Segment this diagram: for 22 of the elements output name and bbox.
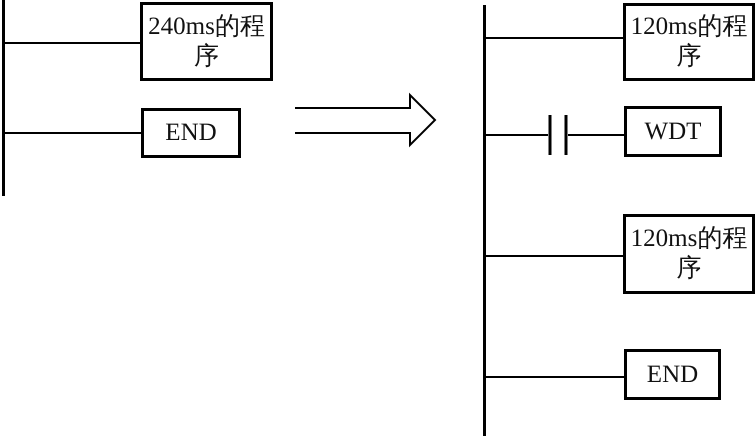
rung-line: [5, 132, 141, 134]
rung-line: [486, 376, 624, 378]
instruction-box: [623, 214, 755, 294]
rung-line: [568, 134, 624, 136]
box-label: 240ms的程序: [147, 12, 266, 72]
instruction-box: [141, 108, 241, 158]
instruction-box: [624, 106, 722, 157]
power-rail: [483, 5, 486, 436]
rung-line: [5, 42, 140, 44]
box-label: END: [646, 360, 698, 390]
box-label: 120ms的程序: [630, 12, 748, 72]
instruction-box: [623, 3, 755, 81]
rung-line: [486, 255, 623, 257]
rung-line: [486, 134, 548, 136]
instruction-box: [140, 2, 273, 81]
rung-line: [486, 37, 623, 39]
box-label: END: [165, 118, 217, 148]
contact-symbol: [548, 115, 568, 155]
instruction-box: [624, 349, 721, 400]
box-label: WDT: [644, 116, 702, 146]
power-rail: [2, 0, 5, 196]
box-label: 120ms的程序: [630, 224, 748, 284]
